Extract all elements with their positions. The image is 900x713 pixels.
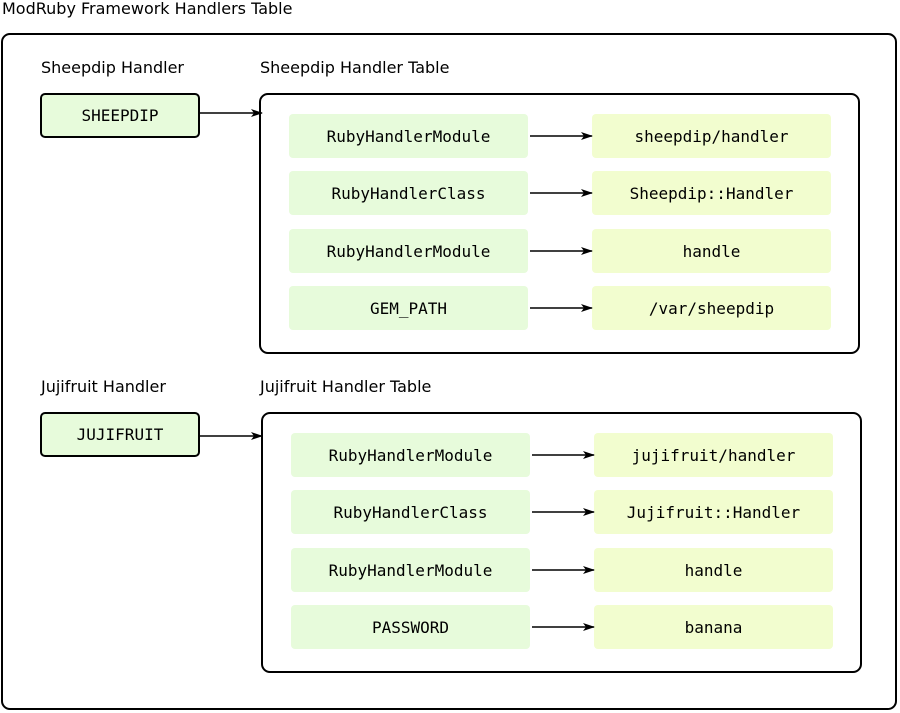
jujifruit-handler-label: Jujifruit Handler	[41, 377, 166, 396]
jujifruit-row-2-value: Jujifruit::Handler	[594, 490, 833, 534]
jujifruit-row-1-value: jujifruit/handler	[594, 433, 833, 477]
jujifruit-row-1-key: RubyHandlerModule	[291, 433, 530, 477]
sheepdip-row-3-key: RubyHandlerModule	[289, 229, 528, 273]
sheepdip-table-label: Sheepdip Handler Table	[260, 58, 450, 77]
sheepdip-row-1-key: RubyHandlerModule	[289, 114, 528, 158]
sheepdip-row-4-value: /var/sheepdip	[592, 286, 831, 330]
jujifruit-row-3-key: RubyHandlerModule	[291, 548, 530, 592]
sheepdip-row-2-value: Sheepdip::Handler	[592, 171, 831, 215]
sheepdip-row-3-value: handle	[592, 229, 831, 273]
sheepdip-handler-node: SHEEPDIP	[40, 93, 200, 138]
sheepdip-row-4-key: GEM_PATH	[289, 286, 528, 330]
jujifruit-row-3-value: handle	[594, 548, 833, 592]
jujifruit-row-2-key: RubyHandlerClass	[291, 490, 530, 534]
sheepdip-handler-label: Sheepdip Handler	[41, 58, 184, 77]
diagram-title: ModRuby Framework Handlers Table	[2, 0, 293, 18]
outer-frame	[1, 33, 897, 710]
jujifruit-handler-node: JUJIFRUIT	[40, 412, 200, 457]
jujifruit-row-4-value: banana	[594, 605, 833, 649]
jujifruit-table-label: Jujifruit Handler Table	[260, 377, 432, 396]
sheepdip-row-1-value: sheepdip/handler	[592, 114, 831, 158]
sheepdip-row-2-key: RubyHandlerClass	[289, 171, 528, 215]
jujifruit-row-4-key: PASSWORD	[291, 605, 530, 649]
